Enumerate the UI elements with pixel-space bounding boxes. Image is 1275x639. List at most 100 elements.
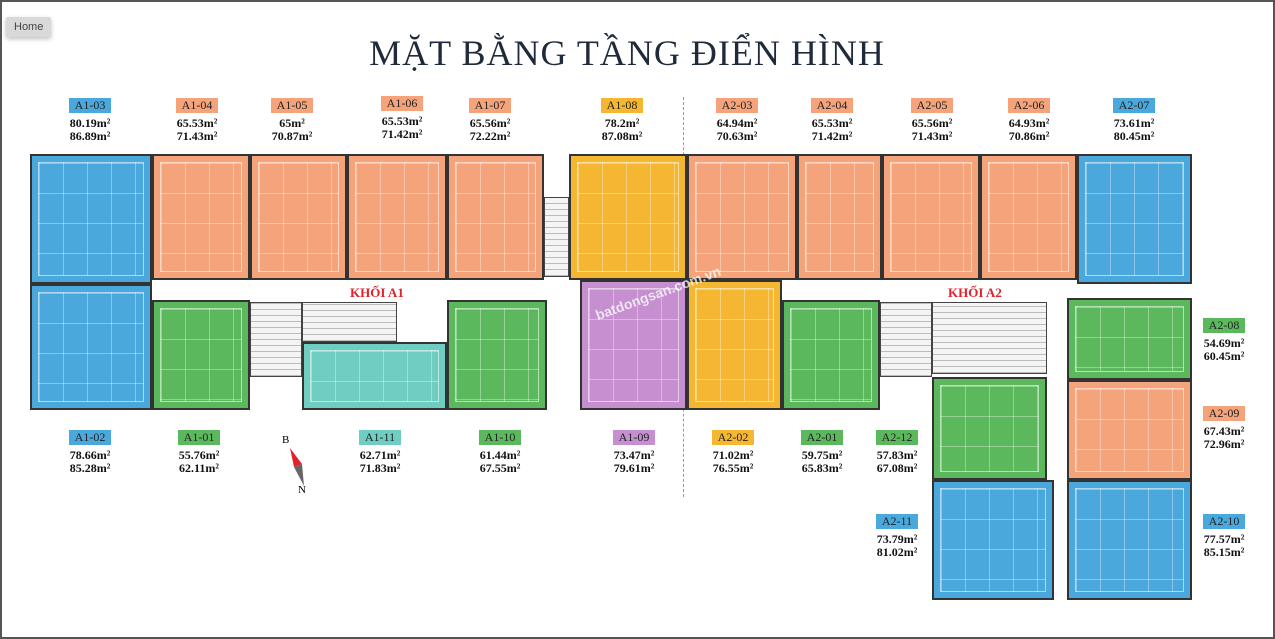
unit-code-tag: A2-09 bbox=[1202, 406, 1246, 421]
compass: B N bbox=[282, 434, 312, 499]
room-layout bbox=[695, 162, 789, 272]
unit-code-tag: A1-08 bbox=[600, 98, 644, 113]
elevator-core bbox=[932, 302, 1047, 374]
unit-area-gross: 65.83m² bbox=[801, 461, 843, 475]
unit-area-gross: 60.45m² bbox=[1203, 349, 1245, 363]
apartment-unit-a1-08 bbox=[569, 154, 687, 280]
unit-area-net: 78.2m² bbox=[604, 116, 640, 130]
apartment-unit-a2-02 bbox=[687, 280, 782, 410]
room-layout bbox=[890, 162, 972, 272]
room-layout bbox=[940, 385, 1039, 472]
unit-area-gross: 70.63m² bbox=[716, 129, 758, 143]
unit-area-gross: 81.02m² bbox=[876, 545, 918, 559]
apartment-unit-a2-11 bbox=[932, 480, 1054, 600]
apartment-unit-a1-09 bbox=[580, 280, 687, 410]
unit-area-net: 64.94m² bbox=[716, 116, 758, 130]
apartment-unit-a2-10 bbox=[1067, 480, 1192, 600]
unit-code-tag: A1-10 bbox=[478, 430, 522, 445]
apartment-unit-a1-03 bbox=[30, 154, 152, 284]
page-title: MẶT BẰNG TẦNG ĐIỂN HÌNH bbox=[369, 33, 885, 73]
unit-area-net: 64.93m² bbox=[1008, 116, 1050, 130]
apartment-unit-a2-12 bbox=[932, 377, 1047, 480]
unit-area-gross: 87.08m² bbox=[601, 129, 643, 143]
unit-code-tag: A2-11 bbox=[875, 514, 919, 529]
home-button[interactable]: Home bbox=[6, 17, 52, 37]
unit-area-gross: 72.22m² bbox=[469, 129, 511, 143]
unit-area-net: 62.71m² bbox=[359, 448, 401, 462]
room-layout bbox=[805, 162, 874, 272]
unit-area-gross: 71.43m² bbox=[911, 129, 953, 143]
compass-south-label: N bbox=[298, 484, 306, 496]
unit-code-tag: A1-11 bbox=[358, 430, 402, 445]
apartment-unit-a2-01 bbox=[782, 300, 880, 410]
block-label-a1: KHỐI A1 bbox=[350, 285, 404, 300]
unit-code-tag: A1-01 bbox=[177, 430, 221, 445]
unit-code-tag: A1-04 bbox=[175, 98, 219, 113]
room-layout bbox=[38, 162, 144, 276]
room-layout bbox=[577, 162, 679, 272]
apartment-unit-a1-11 bbox=[302, 342, 447, 410]
compass-arrow-icon bbox=[290, 448, 304, 486]
room-layout bbox=[160, 162, 242, 272]
unit-area-gross: 71.42m² bbox=[811, 129, 853, 143]
unit-code-tag: A2-08 bbox=[1202, 318, 1246, 333]
unit-area-net: 65.56m² bbox=[911, 116, 953, 130]
compass-north-label: B bbox=[282, 434, 290, 446]
unit-area-net: 55.76m² bbox=[178, 448, 220, 462]
room-layout bbox=[1075, 488, 1184, 592]
unit-area-net: 71.02m² bbox=[712, 448, 754, 462]
block-label-a2: KHỐI A2 bbox=[948, 285, 1002, 300]
apartment-unit-a1-05 bbox=[250, 154, 347, 280]
unit-code-tag: A1-07 bbox=[468, 98, 512, 113]
apartment-unit-a2-05 bbox=[882, 154, 980, 280]
apartment-unit-a1-04 bbox=[152, 154, 250, 280]
apartment-unit-a1-10 bbox=[447, 300, 547, 410]
stairwell bbox=[250, 302, 302, 377]
unit-code-tag: A2-05 bbox=[910, 98, 954, 113]
unit-code-tag: A2-10 bbox=[1202, 514, 1246, 529]
unit-area-gross: 70.87m² bbox=[271, 129, 313, 143]
room-layout bbox=[790, 308, 872, 402]
unit-area-gross: 70.86m² bbox=[1008, 129, 1050, 143]
apartment-unit-a1-02 bbox=[30, 284, 152, 410]
unit-area-net: 65.53m² bbox=[176, 116, 218, 130]
unit-area-gross: 67.08m² bbox=[876, 461, 918, 475]
room-layout bbox=[455, 162, 536, 272]
unit-area-net: 77.57m² bbox=[1203, 532, 1245, 546]
stairwell bbox=[880, 302, 932, 377]
unit-area-gross: 86.89m² bbox=[69, 129, 111, 143]
room-layout bbox=[258, 162, 339, 272]
unit-area-net: 65.53m² bbox=[381, 114, 423, 128]
room-layout bbox=[160, 308, 242, 402]
unit-code-tag: A2-04 bbox=[810, 98, 854, 113]
unit-code-tag: A1-03 bbox=[68, 98, 112, 113]
unit-area-gross: 71.43m² bbox=[176, 129, 218, 143]
stairwell bbox=[544, 197, 569, 277]
room-layout bbox=[1075, 388, 1184, 472]
unit-code-tag: A1-02 bbox=[68, 430, 112, 445]
unit-area-net: 65.56m² bbox=[469, 116, 511, 130]
unit-area-net: 57.83m² bbox=[876, 448, 918, 462]
unit-area-gross: 76.55m² bbox=[712, 461, 754, 475]
unit-code-tag: A2-03 bbox=[715, 98, 759, 113]
room-layout bbox=[940, 488, 1046, 592]
unit-code-tag: A1-05 bbox=[270, 98, 314, 113]
unit-area-net: 54.69m² bbox=[1203, 336, 1245, 350]
unit-area-gross: 85.15m² bbox=[1203, 545, 1245, 559]
unit-code-tag: A2-12 bbox=[875, 430, 919, 445]
unit-area-net: 73.61m² bbox=[1113, 116, 1155, 130]
